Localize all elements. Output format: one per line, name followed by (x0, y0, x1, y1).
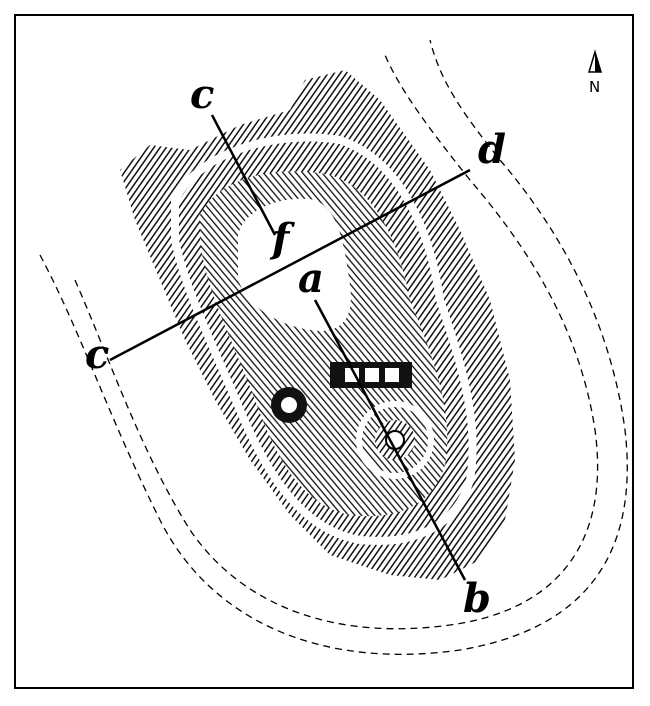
north-label: N (589, 78, 600, 96)
motte-mound (345, 390, 445, 490)
label-a: a (298, 255, 324, 302)
label-d: d (478, 126, 506, 173)
contour-line-outer (39, 39, 628, 655)
section-line-c-d (109, 168, 471, 362)
section-lines (109, 114, 471, 581)
label-c-top: c (190, 71, 214, 118)
section-line-c-f (210, 114, 277, 236)
outer-ditch-ring (171, 133, 477, 545)
keep-building (330, 362, 412, 388)
label-c-left: c (85, 331, 109, 378)
inner-courtyard (238, 198, 351, 331)
contour-lines (39, 39, 628, 655)
label-b: b (463, 575, 491, 622)
section-line-a-b (313, 299, 467, 581)
contour-line-inner (74, 54, 599, 630)
north-arrow-icon (587, 49, 603, 73)
